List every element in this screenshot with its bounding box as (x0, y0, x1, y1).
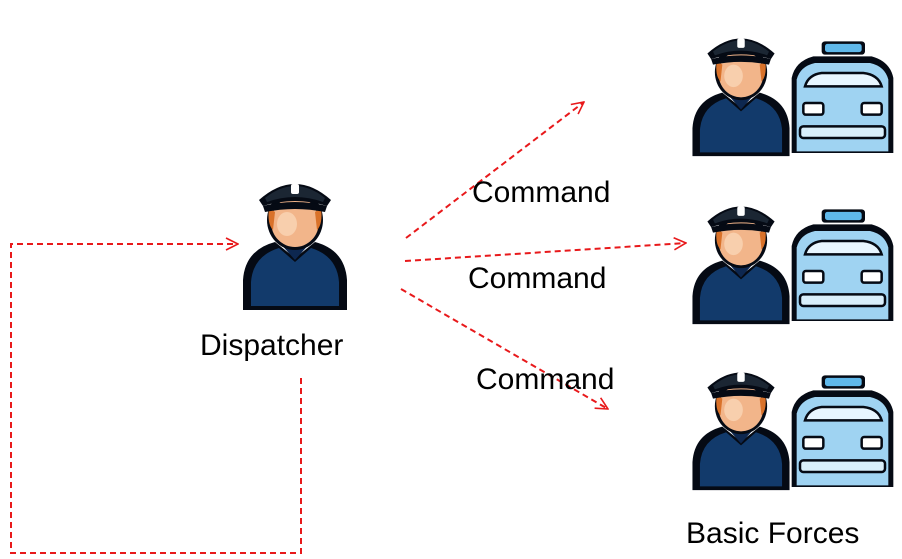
police-officer-icon (692, 38, 790, 157)
command-label-top: Command (472, 176, 611, 209)
police-officer-icon (692, 206, 790, 325)
basic-forces-label: Basic Forces (686, 517, 860, 550)
command-arrow-top (405, 102, 584, 239)
dispatcher-officer-icon (243, 184, 347, 310)
police-car-icon (790, 39, 895, 153)
force-unit-3 (692, 372, 895, 491)
force-unit-2 (692, 206, 895, 325)
force-unit-1 (692, 38, 895, 157)
dispatcher-label: Dispatcher (200, 329, 344, 362)
command-label-middle: Command (468, 262, 607, 295)
command-arrow-middle (404, 243, 686, 262)
feedback-loop-arrow (10, 244, 302, 554)
police-car-icon (790, 207, 895, 321)
police-officer-icon (692, 372, 790, 491)
command-label-bottom: Command (476, 363, 615, 396)
police-car-icon (790, 373, 895, 487)
